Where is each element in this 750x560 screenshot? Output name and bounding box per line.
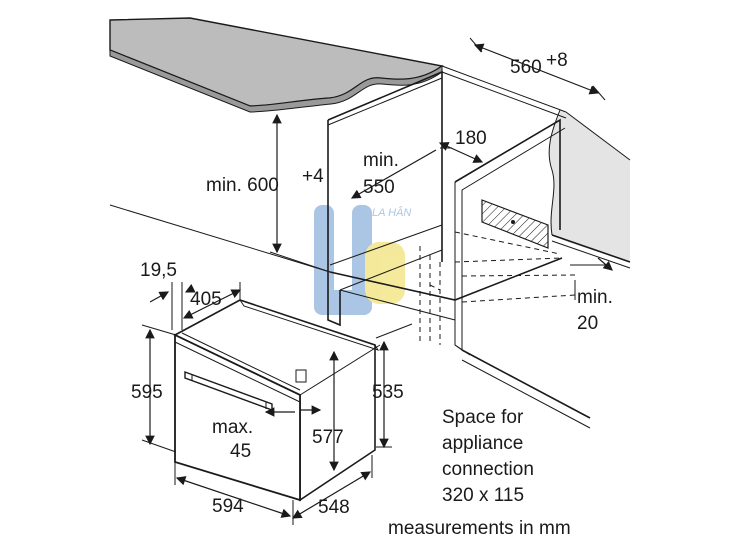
connection-space-dashed [419,231,576,345]
oven [173,299,381,502]
note-space-4: 320 x 115 [442,485,524,506]
label-min550-1: min. [363,150,399,171]
label-560: 560 [510,57,542,78]
dim-405 [182,282,242,319]
label-max45-1: max. [212,417,253,438]
niche-left-panel [327,70,443,327]
countertop [109,17,444,113]
label-19-5: 19,5 [140,260,177,281]
label-405: 405 [190,289,222,310]
label-594: 594 [212,496,244,517]
note-measurements: measurements in mm [388,518,571,539]
watermark-text: LA HÂN [372,206,411,219]
dim-548 [291,455,373,519]
dim-max45 [264,405,322,417]
label-560-sup: +8 [546,50,568,71]
label-577: 577 [312,427,344,448]
dim-600 [269,113,331,273]
note-space-1: Space for [442,407,524,428]
note-space-3: connection [442,459,534,480]
note-space-2: appliance [442,433,523,454]
dim-560 [469,37,606,101]
dim-595 [141,324,177,453]
label-min600: min. 600 [206,175,279,196]
label-min20-1: min. [577,287,613,308]
label-min20-2: 20 [577,313,598,334]
label-548: 548 [318,497,350,518]
niche-shelf [329,257,563,321]
label-595: 595 [131,382,163,403]
label-180: 180 [455,128,487,149]
right-cabinet-side [548,109,631,269]
label-min600-sup: +4 [302,166,324,187]
connection-cutout [481,199,549,249]
label-535: 535 [372,382,404,403]
dim-min20 [570,257,613,300]
dim-535 [375,323,413,449]
label-max45-2: 45 [230,441,251,462]
label-min550-2: 550 [363,177,395,198]
dim-19-5 [149,282,196,330]
dim-180 [438,142,484,163]
